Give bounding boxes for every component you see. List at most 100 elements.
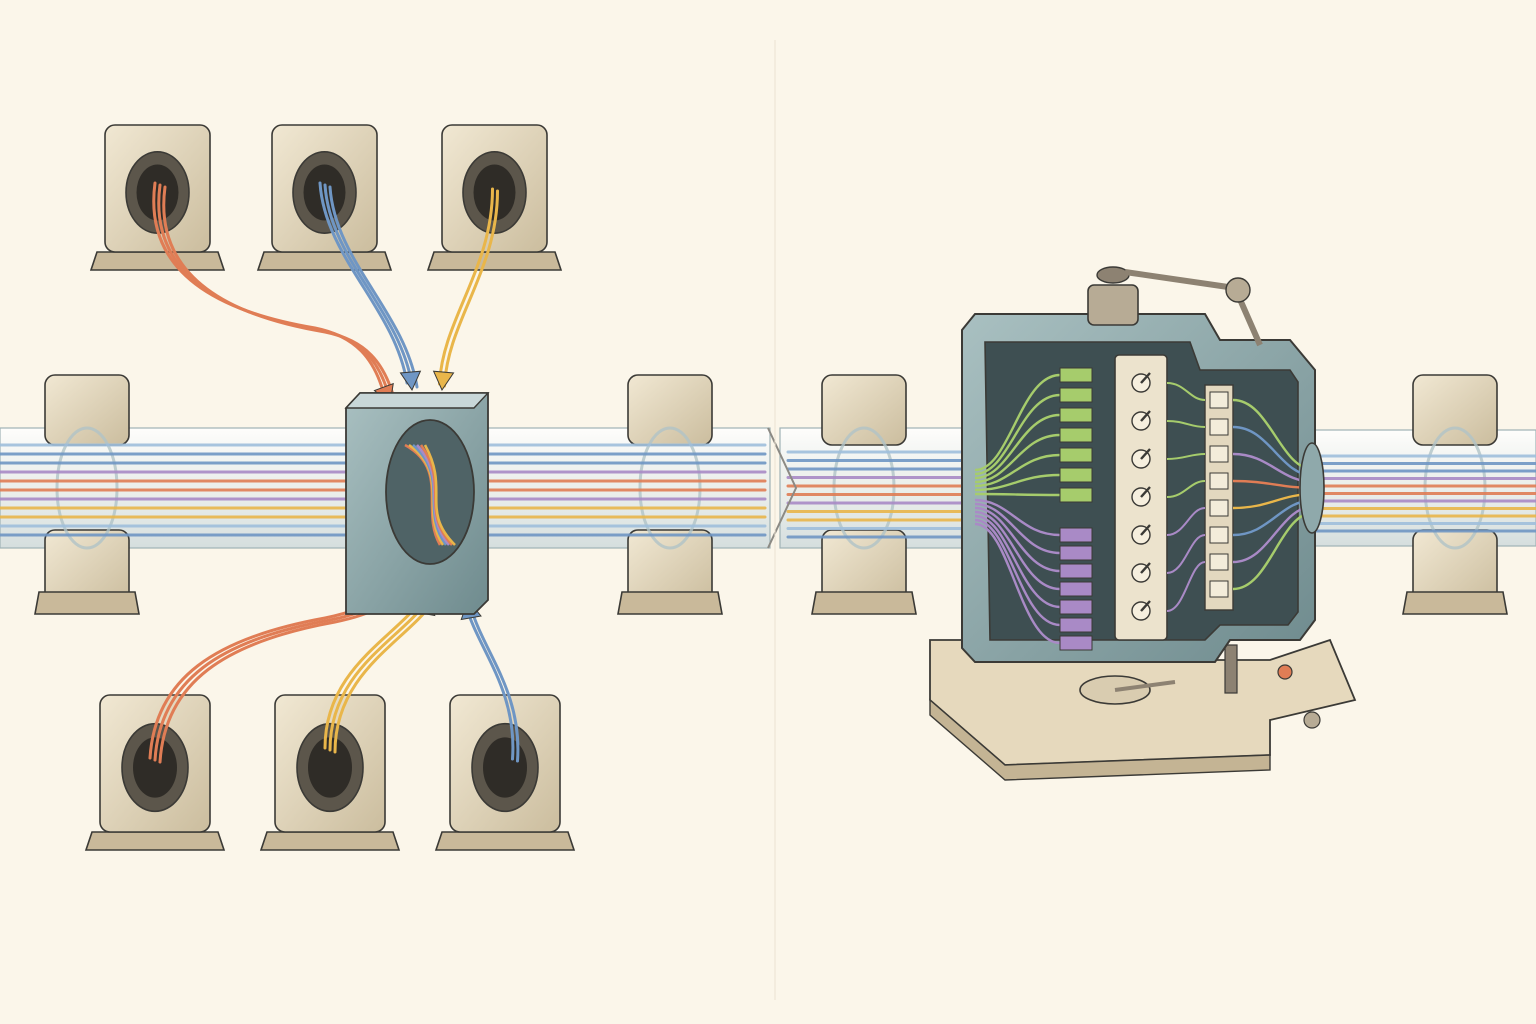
terminal bbox=[1209, 445, 1229, 463]
green-relay bbox=[1059, 427, 1093, 443]
crank-cap bbox=[1096, 266, 1130, 284]
bridge-wire bbox=[1166, 480, 1206, 498]
purple-wire bbox=[974, 518, 1061, 627]
purple-wire bbox=[974, 502, 1061, 555]
toggle-lever bbox=[1140, 410, 1151, 422]
chevron-shape bbox=[767, 427, 798, 549]
dial-lever bbox=[1114, 680, 1176, 692]
toggle-lever bbox=[1140, 562, 1151, 574]
support-mid-right bbox=[811, 374, 917, 615]
junction-port bbox=[385, 419, 475, 565]
straddle-foot bbox=[34, 591, 140, 615]
support-bore bbox=[136, 164, 179, 221]
support-base bbox=[434, 831, 576, 851]
crank-joint bbox=[1225, 277, 1251, 303]
junction-wire bbox=[423, 444, 456, 546]
bridge-wire bbox=[1166, 420, 1206, 428]
purple-wire bbox=[974, 522, 1061, 645]
support-left bbox=[34, 374, 140, 615]
cable-wire bbox=[443, 189, 499, 388]
terminal bbox=[1209, 580, 1229, 598]
junction-box bbox=[344, 392, 490, 615]
purple-relay bbox=[1059, 599, 1093, 615]
straddle-foot bbox=[617, 591, 723, 615]
switching-machine bbox=[929, 266, 1357, 781]
cable-wire bbox=[464, 602, 515, 761]
support-bore bbox=[473, 164, 516, 221]
straddle-top bbox=[821, 374, 907, 446]
purple-relay bbox=[1059, 617, 1093, 633]
support-mid-left bbox=[617, 374, 723, 615]
straddle-collar bbox=[832, 426, 896, 550]
purple-wire bbox=[974, 498, 1061, 537]
cable-wire bbox=[438, 187, 494, 386]
indicator-light bbox=[1277, 664, 1293, 680]
cable-bundles bbox=[0, 181, 1536, 764]
pipe-supports bbox=[34, 124, 1508, 851]
cable-wire bbox=[469, 604, 520, 763]
terminal bbox=[1209, 418, 1229, 436]
support-bore bbox=[483, 737, 527, 798]
cable-wire bbox=[333, 600, 435, 754]
straddle-top bbox=[627, 374, 713, 446]
straddle-foot bbox=[1402, 591, 1508, 615]
purple-wire bbox=[974, 506, 1061, 573]
green-relay bbox=[1059, 367, 1093, 383]
support-base bbox=[84, 831, 226, 851]
bridge-wire bbox=[1166, 534, 1206, 574]
green-wire bbox=[974, 453, 1061, 488]
straddle-foot bbox=[811, 591, 917, 615]
bridge-wire bbox=[1166, 382, 1206, 401]
green-relay bbox=[1059, 407, 1093, 423]
green-relay bbox=[1059, 447, 1093, 463]
output-collar bbox=[1299, 442, 1325, 534]
support-base bbox=[426, 251, 563, 271]
green-wire bbox=[974, 492, 1061, 497]
green-relay bbox=[1059, 487, 1093, 503]
support-top-2 bbox=[256, 124, 393, 271]
support-bottom-3 bbox=[434, 694, 576, 851]
cable-wire bbox=[318, 181, 409, 385]
toggle-lever bbox=[1140, 448, 1151, 460]
cable-wire bbox=[328, 185, 419, 389]
green-wire bbox=[974, 433, 1061, 484]
green-relay bbox=[1059, 387, 1093, 403]
support-bottom-2 bbox=[259, 694, 401, 851]
support-base bbox=[259, 831, 401, 851]
toggle-lever bbox=[1140, 524, 1151, 536]
straddle-collar bbox=[1423, 426, 1487, 550]
conduit-right bbox=[1299, 429, 1536, 547]
support-base bbox=[89, 251, 226, 271]
straddle-collar bbox=[638, 426, 702, 550]
cable-wire bbox=[162, 185, 397, 404]
purple-relay bbox=[1059, 581, 1093, 597]
cable-wire bbox=[323, 183, 414, 387]
straddle-collar bbox=[55, 426, 119, 550]
base-post bbox=[1224, 644, 1238, 694]
terminal bbox=[1209, 472, 1229, 490]
bridge-wire bbox=[1166, 561, 1206, 612]
bridge-wire bbox=[1166, 453, 1206, 460]
cable-yellow-top bbox=[432, 187, 499, 392]
green-wire bbox=[974, 413, 1061, 480]
chevron-right-icon bbox=[767, 40, 798, 1000]
purple-relay bbox=[1059, 527, 1093, 543]
support-base bbox=[256, 251, 393, 271]
terminal bbox=[1209, 499, 1229, 517]
green-wire bbox=[974, 393, 1061, 476]
purple-relay bbox=[1059, 563, 1093, 579]
support-right bbox=[1402, 374, 1508, 615]
support-bore bbox=[308, 737, 352, 798]
strands-mid bbox=[786, 450, 972, 539]
green-wire bbox=[974, 373, 1061, 472]
green-relay bbox=[1059, 467, 1093, 483]
bridge-wire bbox=[1166, 507, 1206, 536]
purple-wire bbox=[974, 510, 1061, 591]
purple-relay bbox=[1059, 545, 1093, 561]
support-top-3 bbox=[426, 124, 563, 271]
purple-wire bbox=[974, 514, 1061, 609]
green-wire bbox=[974, 473, 1061, 492]
support-top-1 bbox=[89, 124, 226, 271]
flow-arrow bbox=[432, 370, 455, 392]
